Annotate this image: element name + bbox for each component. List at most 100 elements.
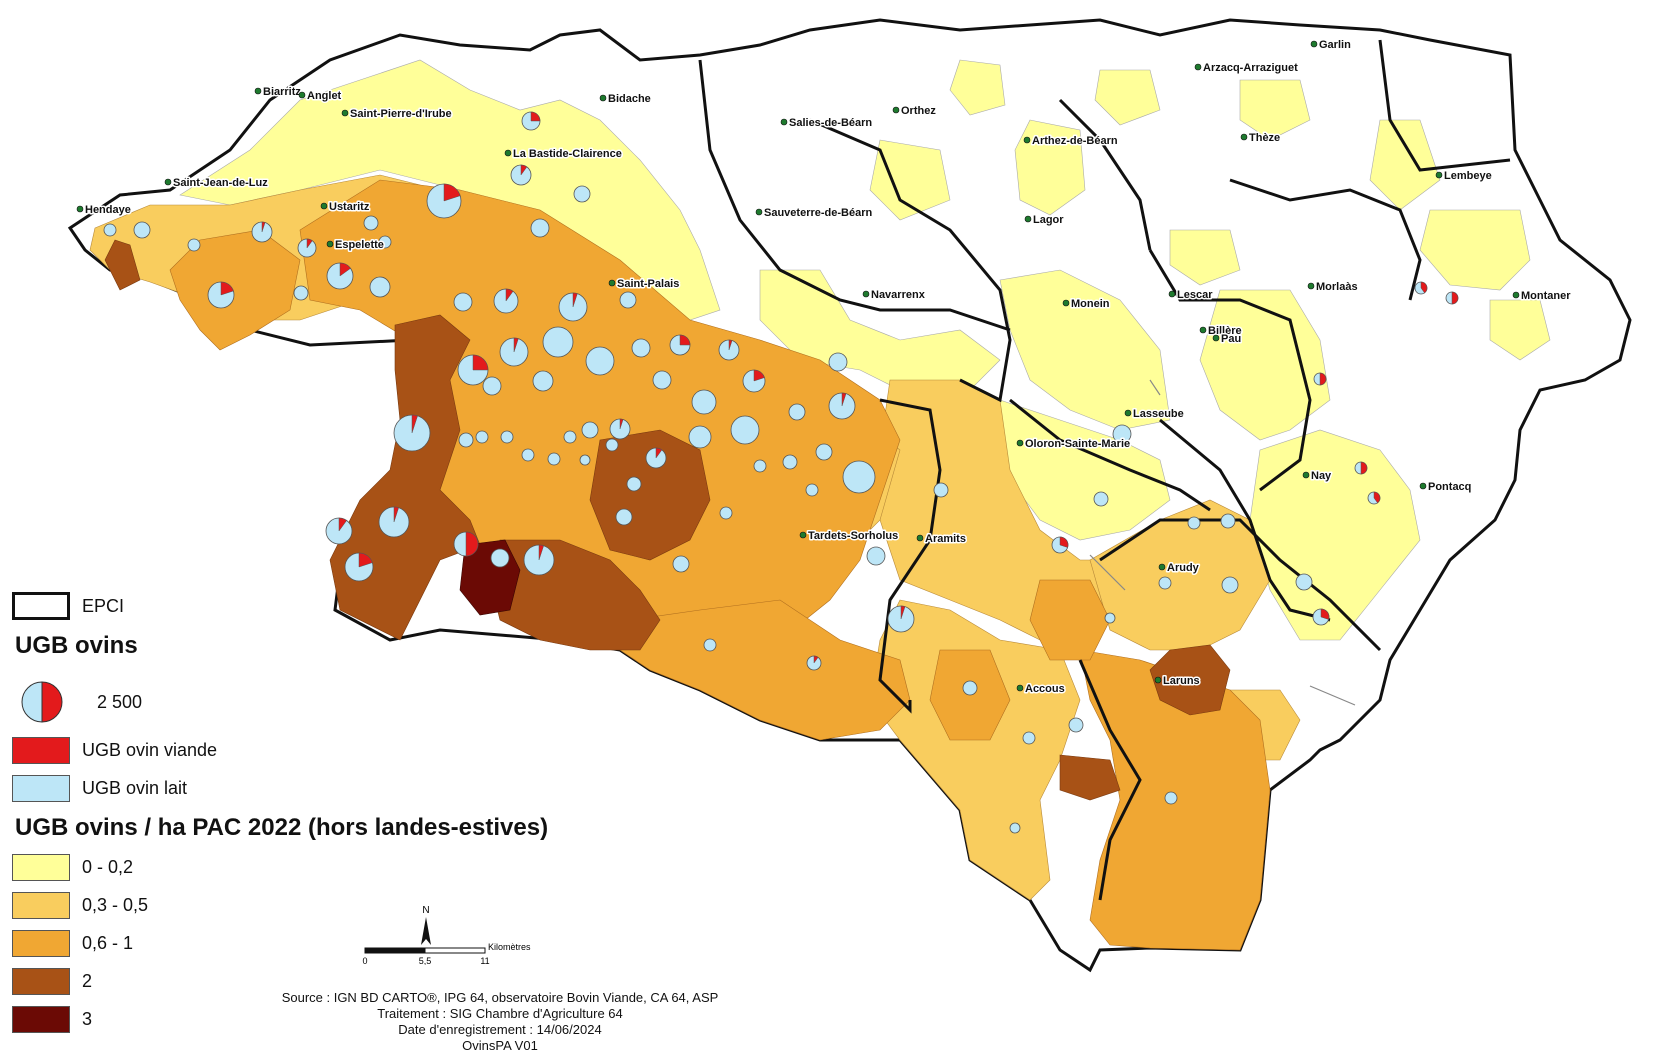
ugb-pie-viande-wedge [841, 392, 847, 407]
ugb-pie [1104, 612, 1116, 624]
town-dot [1023, 136, 1031, 144]
ugb-pie [579, 454, 591, 466]
town-dot [599, 94, 607, 102]
epci-boundaries [698, 39, 1511, 901]
ugb-pie [133, 221, 151, 239]
town-label: Monein [1071, 298, 1110, 310]
ugb-pie-viande-wedge [900, 605, 906, 620]
town-label: Espelette [335, 239, 384, 251]
town-dot [76, 205, 84, 213]
town-dot [1158, 563, 1166, 571]
town-dot [1016, 684, 1024, 692]
ugb-pie [458, 432, 474, 448]
ugb-pie [573, 185, 591, 203]
town-label: Laruns [1163, 675, 1200, 687]
legend-epci: EPCI [12, 592, 124, 620]
ugb-pie [378, 235, 392, 249]
town-dot [1194, 63, 1202, 71]
ugb-pie [547, 452, 561, 466]
source-line-4: OvinsPA V01 [462, 1038, 538, 1053]
ugb-pie-viande-wedge [358, 552, 373, 568]
ugb-pie [363, 215, 379, 231]
town-label: Lagor [1033, 214, 1064, 226]
town-label: Lescar [1177, 289, 1213, 301]
lait-label: UGB ovin lait [82, 778, 188, 798]
ugb-pie-viande-wedge [513, 337, 519, 353]
ugb-pie-viande-wedge [1373, 491, 1381, 504]
ugb-pie [1112, 424, 1132, 444]
town-dot [164, 178, 172, 186]
scale-tick-0: 0 [362, 956, 367, 965]
ugb-title: UGB ovins [15, 632, 138, 659]
class-3-label: 2 [82, 971, 93, 991]
town-dot [1310, 40, 1318, 48]
class-3-swatch [12, 968, 70, 995]
epci-label: EPCI [82, 595, 125, 616]
ugb-pie-viande-wedge [505, 288, 514, 302]
pie-size-icon [21, 681, 63, 723]
ugb-pie [672, 555, 690, 573]
leader-lines [1089, 379, 1356, 706]
ugb-pie-viande-wedge [572, 292, 578, 308]
town-dot [1024, 215, 1032, 223]
town-label: Bidache [608, 93, 651, 105]
ugb-pie [1093, 491, 1109, 507]
ugb-pie-viande-wedge [411, 414, 418, 434]
ugb-pie [782, 454, 798, 470]
town-label: Accous [1025, 683, 1065, 695]
ugb-pie [866, 546, 886, 566]
ugb-pie-viande-wedge [261, 221, 266, 233]
ugb-pie [521, 448, 535, 462]
legend-pie-size: 2 500 [12, 677, 142, 727]
ugb-pie [688, 425, 712, 449]
town-label: Arzacq-Arraziguet [1203, 62, 1298, 74]
ugb-pie [1158, 576, 1172, 590]
town-label: Lasseube [1133, 408, 1184, 420]
town-dot [326, 240, 334, 248]
ugb-pie-viande-wedge [679, 334, 691, 346]
ugb-pie-viande-wedge [1420, 281, 1428, 294]
town-dot [1240, 133, 1248, 141]
town-label: Pontacq [1428, 481, 1471, 493]
lait-swatch [12, 775, 70, 802]
class-0.6-1-areas [169, 179, 1271, 951]
legend-class-4: 3 [12, 1006, 92, 1033]
ugb-pie [1220, 513, 1236, 529]
ugb-pie [1022, 731, 1036, 745]
town-dot [298, 91, 306, 99]
ugb-pie [1164, 791, 1178, 805]
ugb-pie [532, 370, 554, 392]
class-4-label: 3 [82, 1009, 93, 1029]
ugb-pie [293, 285, 309, 301]
scale-tick-1: 5,5 [419, 956, 432, 965]
ugb-pie [933, 482, 949, 498]
ugb-pie [530, 218, 550, 238]
ugb-pie-viande-wedge [472, 354, 489, 371]
ugb-pie [788, 403, 806, 421]
town-label: Montaner [1521, 290, 1571, 302]
town-dot [1302, 471, 1310, 479]
town-label: La Bastide-Clairence [513, 148, 622, 160]
town-label: Sauveterre-de-Béarn [764, 207, 872, 219]
town-label: Saint-Pierre-d'Irube [350, 108, 452, 120]
ugb-pie [475, 430, 489, 444]
ugb-pie [719, 506, 733, 520]
ugb-pie-viande-wedge [338, 517, 347, 532]
town-dot [799, 531, 807, 539]
town-label: Salies-de-Béarn [789, 117, 872, 129]
town-dot [780, 118, 788, 126]
ugb-pie [1187, 516, 1201, 530]
scale-unit: Kilomètres [488, 942, 531, 952]
ugb-pie [103, 223, 117, 237]
town-label: Hendaye [85, 204, 131, 216]
ugb-pie-viande-wedge [1451, 291, 1459, 305]
town-dot [1435, 171, 1443, 179]
town-label: Anglet [307, 90, 342, 102]
ugb-pie [828, 352, 848, 372]
viande-label: UGB ovin viande [82, 740, 218, 760]
ugb-pie [815, 443, 833, 461]
ugb-pie [187, 238, 201, 252]
town-label: Arthez-de-Béarn [1032, 135, 1118, 147]
ugb-pie [631, 338, 651, 358]
ugb-pie [962, 680, 978, 696]
